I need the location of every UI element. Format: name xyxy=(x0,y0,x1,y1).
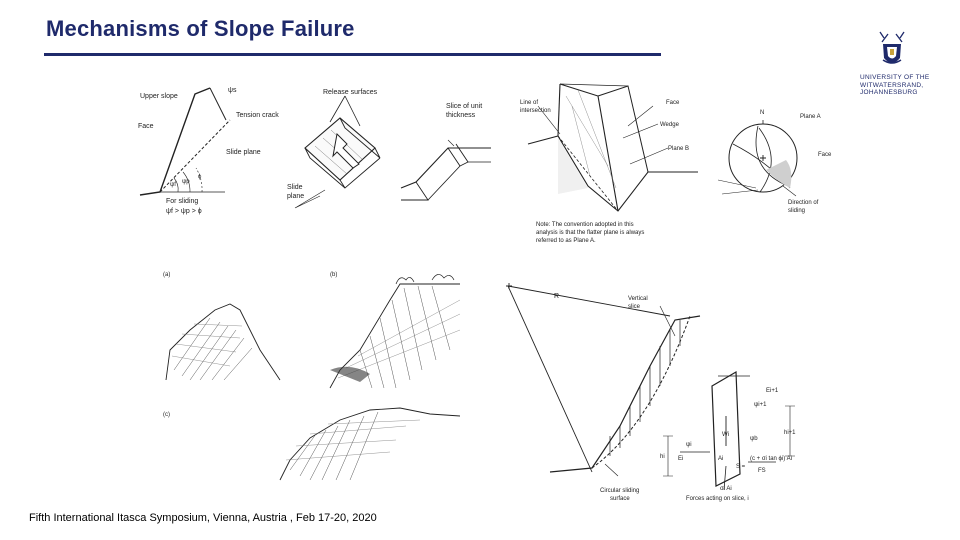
w-i-label: Wi xyxy=(722,432,729,438)
wedge-note-line-2: analysis is that the flatter plane is al… xyxy=(536,230,644,236)
university-line-1: UNIVERSITY OF THE xyxy=(860,74,930,81)
thickness-label: thickness xyxy=(446,112,476,119)
block-slide-label: Slide xyxy=(287,184,303,191)
for-sliding-label: For sliding xyxy=(166,198,198,205)
wedge-face-label: Face xyxy=(666,100,680,106)
shear-eq-label: S = xyxy=(736,464,746,470)
phi-label: ϕ xyxy=(198,174,202,180)
forces-label: Forces acting on slice, i xyxy=(686,496,749,502)
psi-s-label: ψs xyxy=(228,87,237,94)
circular-sliding-label: Circular sliding xyxy=(600,488,639,494)
face-label: Face xyxy=(138,123,154,130)
wedge-failure-diagram: Line of intersection Face Wedge Plane B … xyxy=(520,83,698,244)
figure-a-label: (a) xyxy=(163,272,171,278)
psi-f-label: ψf xyxy=(170,182,176,188)
upper-slope-label: Upper slope xyxy=(140,93,178,100)
university-crest-icon xyxy=(879,31,905,64)
north-label: N xyxy=(760,110,764,116)
a-i-label: Ai xyxy=(718,456,723,462)
fs-label: FS xyxy=(758,468,766,474)
h-i-label: hi xyxy=(660,454,665,460)
plane-a-label: Plane A xyxy=(800,114,821,120)
slide-footer: Fifth International Itasca Symposium, Vi… xyxy=(29,512,377,524)
wedge-note-line-1: Note: The convention adopted in this xyxy=(536,222,634,228)
figure-c-label: (c) xyxy=(163,412,170,418)
shear-numerator: (c + σi tan ϕi) Ai xyxy=(750,456,792,462)
university-line-3: JOHANNESBURG xyxy=(860,89,918,96)
sigma-label: σi Ai xyxy=(720,486,732,492)
slice-label: slice xyxy=(628,304,641,310)
intersection-label: intersection xyxy=(520,108,551,114)
university-line-2: WITWATERSRAND, xyxy=(860,81,924,89)
e-i-label: Ei xyxy=(678,456,683,462)
block-plane-label: plane xyxy=(287,193,304,200)
wedge-label: Wedge xyxy=(660,122,680,128)
psi-p-label: ψp xyxy=(182,179,190,185)
title-underline xyxy=(44,53,661,56)
figure-b-label: (b) xyxy=(330,272,338,278)
tension-crack-label: Tension crack xyxy=(236,112,279,119)
psi-b-label: ψb xyxy=(750,436,758,442)
release-surfaces-label: Release surfaces xyxy=(323,89,378,96)
university-name: UNIVERSITY OF THE WITWATERSRAND, JOHANNE… xyxy=(860,74,930,97)
radius-label: R xyxy=(554,293,559,300)
e-i1-label: Ei+1 xyxy=(766,388,779,394)
slide-plane-label: Slide plane xyxy=(226,149,261,156)
slide-title: Mechanisms of Slope Failure xyxy=(46,16,355,41)
vertical-slice-label: Vertical xyxy=(628,296,648,302)
block-sliding-diagram: Release surfaces Slide plane xyxy=(287,89,381,209)
sliding-label: sliding xyxy=(788,208,805,214)
stereonet-face-label: Face xyxy=(818,152,832,158)
wedge-note-line-3: referred to as Plane A. xyxy=(536,238,596,244)
direction-of-label: Direction of xyxy=(788,200,819,206)
h-i1-label: hi+1 xyxy=(784,430,796,436)
slice-of-unit-label: Slice of unit xyxy=(446,103,482,110)
psi-i-label: ψi xyxy=(686,442,692,448)
circular-failure-diagram: R Vertical slice Circular sliding surfac… xyxy=(506,283,796,502)
stereonet-diagram: N Plane A Face Direction of sliding xyxy=(717,110,832,214)
sliding-condition: ψf > ψp > ϕ xyxy=(166,208,202,215)
plane-failure-diagram: Upper slope ψs Tension crack Face Slide … xyxy=(138,87,279,215)
psi-i1-label: ψi+1 xyxy=(754,402,767,408)
line-of-intersection-label: Line of xyxy=(520,100,538,106)
surface-label: surface xyxy=(610,496,630,502)
plane-b-label: Plane B xyxy=(668,146,689,152)
toppling-failure-diagram xyxy=(165,274,460,481)
slice-diagram: Slice of unit thickness xyxy=(400,103,491,201)
